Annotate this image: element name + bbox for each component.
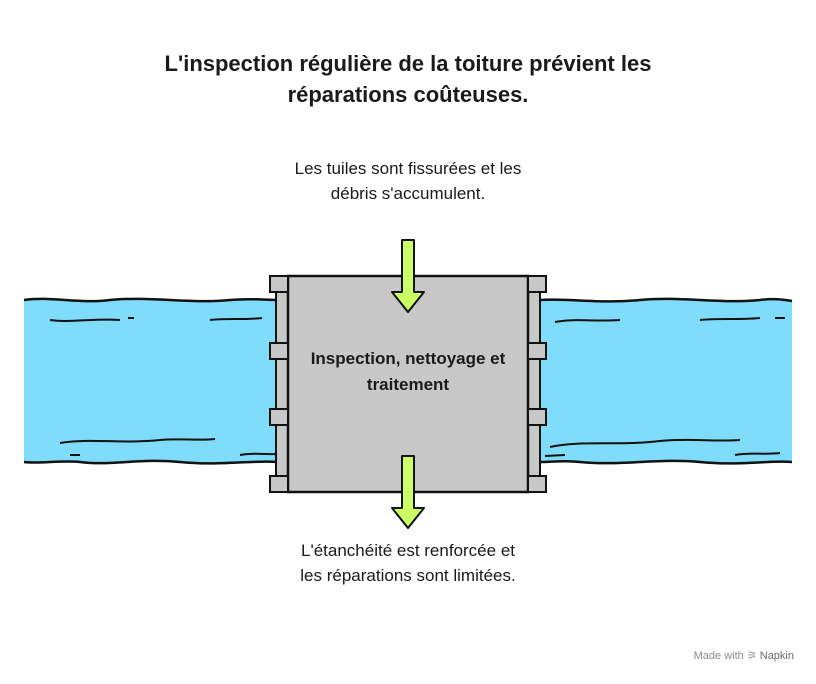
wave-line bbox=[239, 452, 277, 456]
watermark-brand: Napkin bbox=[759, 650, 794, 662]
input-label: Les tuiles sont fissurées et les débris … bbox=[294, 159, 522, 203]
filter-rail-right bbox=[527, 275, 541, 493]
water-band-right bbox=[540, 298, 792, 464]
water-top-edge-left bbox=[23, 297, 279, 303]
watermark: Made with ⚞ Napkin bbox=[694, 649, 794, 662]
process-label: Inspection, nettoyage et traitement bbox=[310, 349, 506, 394]
bolt bbox=[527, 342, 547, 360]
bolt bbox=[269, 475, 289, 493]
wave-line bbox=[734, 452, 781, 456]
bolt bbox=[527, 408, 547, 426]
wave-line bbox=[549, 438, 741, 448]
watermark-prefix: Made with bbox=[693, 650, 744, 662]
napkin-logo-icon: ⚞ bbox=[746, 650, 757, 662]
bolt bbox=[269, 275, 289, 293]
diagram-title: L'inspection régulière de la toiture pré… bbox=[164, 51, 652, 107]
output-arrow bbox=[391, 455, 425, 529]
bolt bbox=[527, 275, 547, 293]
bolt bbox=[269, 342, 289, 360]
wave-line bbox=[554, 319, 621, 323]
filter-rail-left bbox=[275, 275, 289, 493]
wave-line bbox=[544, 454, 566, 457]
water-band-left bbox=[24, 298, 278, 464]
water-bottom-edge-left bbox=[23, 459, 279, 465]
wave-line bbox=[209, 317, 263, 321]
bolt bbox=[269, 408, 289, 426]
output-label: L'étanchéité est renforcée et les répara… bbox=[300, 541, 516, 585]
wave-line bbox=[49, 318, 121, 322]
wave-line bbox=[59, 438, 216, 444]
water-bottom-edge-right bbox=[539, 459, 793, 465]
input-arrow bbox=[391, 239, 425, 313]
bolt bbox=[527, 475, 547, 493]
water-top-edge-right bbox=[539, 297, 793, 303]
wave-line bbox=[699, 317, 761, 321]
